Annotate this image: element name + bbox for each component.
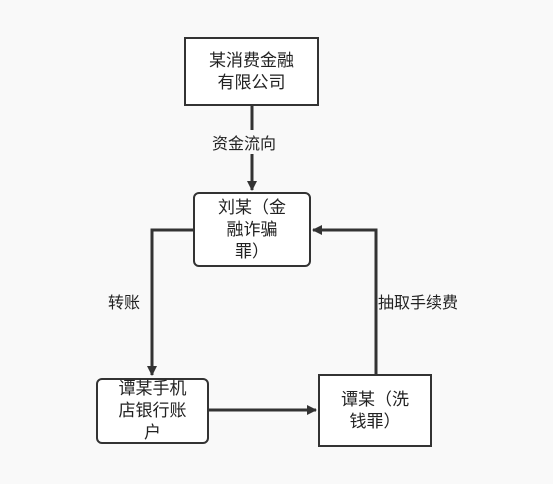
edge-transfer xyxy=(147,228,193,376)
tan-node[interactable]: 谭某（洗 钱罪） xyxy=(318,374,432,447)
company-node[interactable]: 某消费金融 有限公司 xyxy=(184,37,319,106)
edge-label-transfer: 转账 xyxy=(108,289,141,313)
liu-node[interactable]: 刘某（金 融诈骗 罪） xyxy=(193,192,311,267)
edge-fee xyxy=(312,225,378,374)
edge-label-fee: 抽取手续费 xyxy=(378,289,459,313)
edge-label-fund-flow: 资金流向 xyxy=(212,130,277,154)
bank-account-node[interactable]: 谭某手机 店银行账 户 xyxy=(96,378,209,444)
